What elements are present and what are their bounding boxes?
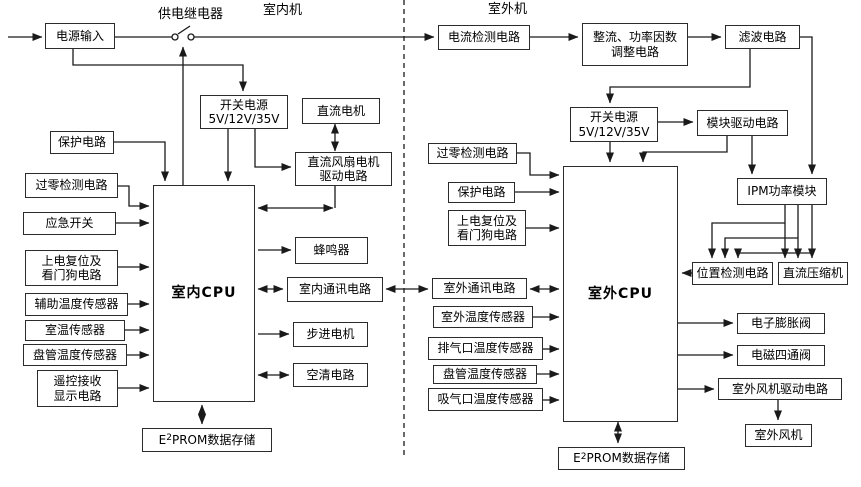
node-switch-power-indoor: 开关电源 5V/12V/35V: [200, 95, 288, 129]
node-room-temp-sensor: 室温传感器: [25, 320, 125, 341]
node-dc-fan-motor-driver: 直流风扇电机 驱动电路: [295, 152, 392, 186]
node-position-detect: 位置检测电路: [692, 262, 773, 285]
node-power-input: 电源输入: [45, 23, 115, 49]
node-electronic-expansion-valve: 电子膨胀阀: [737, 313, 825, 334]
eeprom-indoor-prefix: E: [158, 432, 167, 447]
node-air-clean: 空清电路: [293, 363, 368, 387]
node-stepper-motor: 步进电机: [293, 322, 368, 347]
node-coil-temp-sensor-indoor: 盘管温度传感器: [23, 344, 127, 366]
eeprom-indoor-sup: 2: [166, 433, 172, 443]
eeprom-indoor-suffix: PROM数据存储: [171, 432, 256, 447]
node-dc-motor: 直流电机: [302, 98, 380, 124]
section-label-indoor: 室内机: [263, 3, 303, 18]
node-current-detect: 电流检测电路: [438, 25, 530, 50]
node-cpu-outdoor: 室外CPU: [563, 166, 678, 422]
relay-label: 供电继电器: [158, 7, 224, 22]
node-zero-cross-outdoor: 过零检测电路: [428, 143, 517, 164]
eeprom-outdoor-prefix: E: [573, 451, 581, 466]
node-cpu-indoor: 室内CPU: [153, 185, 255, 402]
node-buzzer: 蜂鸣器: [295, 237, 368, 264]
node-reset-watchdog-outdoor: 上电复位及 看门狗电路: [448, 210, 526, 246]
node-suction-temp-sensor: 吸气口温度传感器: [428, 388, 543, 411]
connectors-indoor: [8, 33, 435, 425]
node-zero-cross-indoor: 过零检测电路: [25, 173, 118, 198]
connectors-outdoor: [515, 33, 816, 444]
node-exhaust-temp-sensor: 排气口温度传感器: [428, 337, 543, 360]
node-switch-power-outdoor: 开关电源 5V/12V/35V: [570, 107, 658, 142]
node-filter: 滤波电路: [725, 25, 800, 49]
node-dc-compressor: 直流压缩机: [778, 262, 848, 285]
node-remote-receive-display: 遥控接收 显示电路: [37, 370, 118, 407]
node-comm-indoor: 室内通讯电路: [287, 277, 383, 302]
eeprom-outdoor-sup: 2: [580, 452, 587, 462]
node-ipm-module: IPM功率模块: [737, 178, 827, 205]
node-reset-watchdog-indoor: 上电复位及 看门狗电路: [25, 250, 118, 286]
node-rectifier-pfc: 整流、功率因数 调整电路: [582, 23, 688, 66]
node-outdoor-temp-sensor: 室外温度传感器: [433, 306, 533, 328]
node-four-way-valve: 电磁四通阀: [737, 345, 825, 366]
eeprom-outdoor-suffix: PROM数据存储: [586, 451, 670, 466]
node-outdoor-fan-driver: 室外风机驱动电路: [718, 378, 842, 400]
node-protection-indoor: 保护电路: [50, 131, 114, 154]
node-comm-outdoor: 室外通讯电路: [432, 278, 527, 299]
node-outdoor-fan: 室外风机: [745, 424, 812, 447]
node-emergency-switch: 应急开关: [23, 212, 116, 235]
node-coil-temp-sensor-outdoor: 盘管温度传感器: [433, 365, 537, 384]
relay-switch-icon: [171, 25, 195, 41]
section-label-outdoor: 室外机: [488, 2, 528, 17]
node-aux-temp-sensor: 辅助温度传感器: [25, 293, 128, 316]
node-protection-outdoor: 保护电路: [448, 182, 515, 203]
node-module-driver: 模块驱动电路: [697, 110, 788, 136]
